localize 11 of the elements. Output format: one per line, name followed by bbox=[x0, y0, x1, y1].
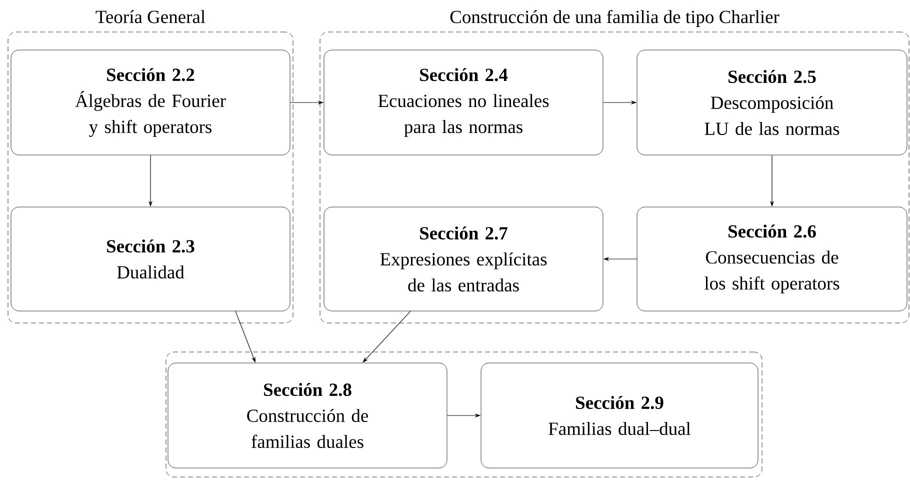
group-frame bbox=[166, 352, 762, 478]
section-box: Sección 2.4 Ecuaciones no lineales para las normas bbox=[324, 50, 604, 156]
section-box: Sección 2.8 Construcción de familias duales bbox=[168, 362, 448, 468]
section-box: Sección 2.9 Familias dual–dual bbox=[480, 362, 758, 468]
section-box: Sección 2.5 Descomposición LU de las normas bbox=[636, 50, 908, 156]
node-label: Construcción de una familia de tipo Charlier bbox=[450, 10, 780, 27]
section-box: Sección 2.2 Álgebras de Fourier y shift operators bbox=[10, 50, 290, 156]
section-box: Sección 2.3 Dualidad bbox=[10, 206, 290, 312]
section-box: Sección 2.6 Consecuencias de los shift operators bbox=[636, 206, 908, 312]
node-label: Teoría General bbox=[96, 10, 206, 24]
section-box: Sección 2.7 Expresiones explícitas de las entradas bbox=[324, 206, 604, 312]
